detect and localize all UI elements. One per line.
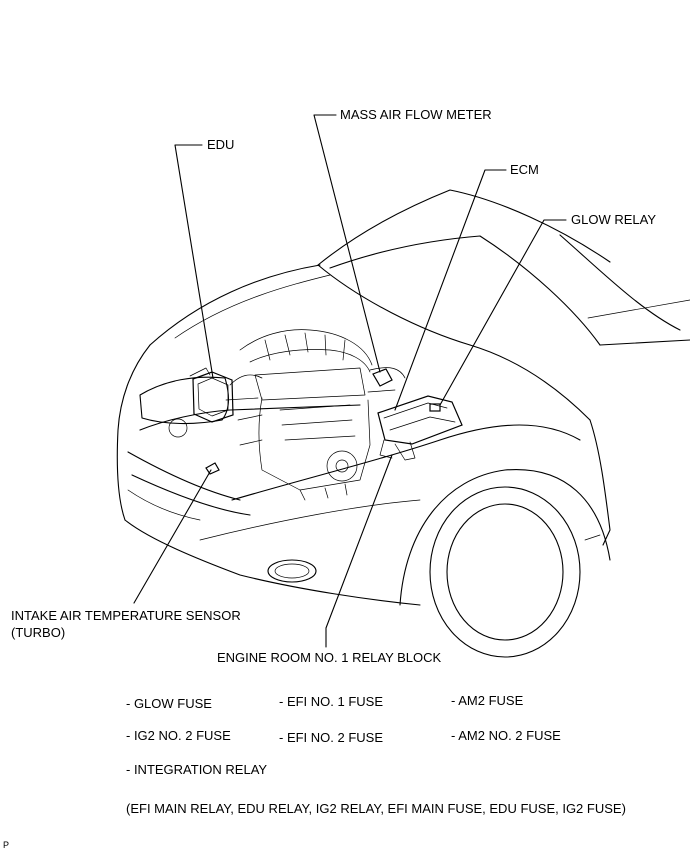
figure-code: P xyxy=(3,840,10,850)
mass-air-flow-meter-unit xyxy=(372,368,393,387)
list-item-efi-no2-fuse: - EFI NO. 2 FUSE xyxy=(279,730,384,745)
list-item-ig2-no2-fuse: - IG2 NO. 2 FUSE xyxy=(126,728,231,743)
ecm-and-relay-block-unit xyxy=(377,395,463,461)
label-engine-room-relay-block: ENGINE ROOM NO. 1 RELAY BLOCK xyxy=(217,650,442,665)
label-edu: EDU xyxy=(207,137,235,152)
label-intake-air-temperature-sensor: INTAKE AIR TEMPERATURE SENSOR (TURBO) xyxy=(11,608,241,640)
leader-edu xyxy=(174,144,214,379)
intake-air-temperature-sensor-unit xyxy=(205,462,220,475)
list-item-integration-relay: - INTEGRATION RELAY xyxy=(126,762,268,777)
vehicle-body-drawing xyxy=(116,189,690,658)
leader-mass-air-flow-meter xyxy=(313,114,381,373)
leader-lines xyxy=(133,114,567,648)
list-item-am2-fuse: - AM2 FUSE xyxy=(451,693,524,708)
label-mass-air-flow-meter: MASS AIR FLOW METER xyxy=(340,107,492,122)
engine-assembly-drawing xyxy=(225,329,406,501)
label-glow-relay: GLOW RELAY xyxy=(571,212,657,227)
leader-glow-relay xyxy=(439,219,567,406)
leader-engine-room-relay-block xyxy=(325,454,393,648)
leader-intake-air-temperature-sensor xyxy=(133,469,212,604)
list-item-efi-no1-fuse: - EFI NO. 1 FUSE xyxy=(279,694,384,709)
leader-ecm xyxy=(394,169,507,411)
list-item-am2-no2-fuse: - AM2 NO. 2 FUSE xyxy=(451,728,561,743)
list-item-glow-fuse: - GLOW FUSE xyxy=(126,696,212,711)
integration-relay-contents: (EFI MAIN RELAY, EDU RELAY, IG2 RELAY, E… xyxy=(126,801,626,816)
label-ecm: ECM xyxy=(510,162,539,177)
